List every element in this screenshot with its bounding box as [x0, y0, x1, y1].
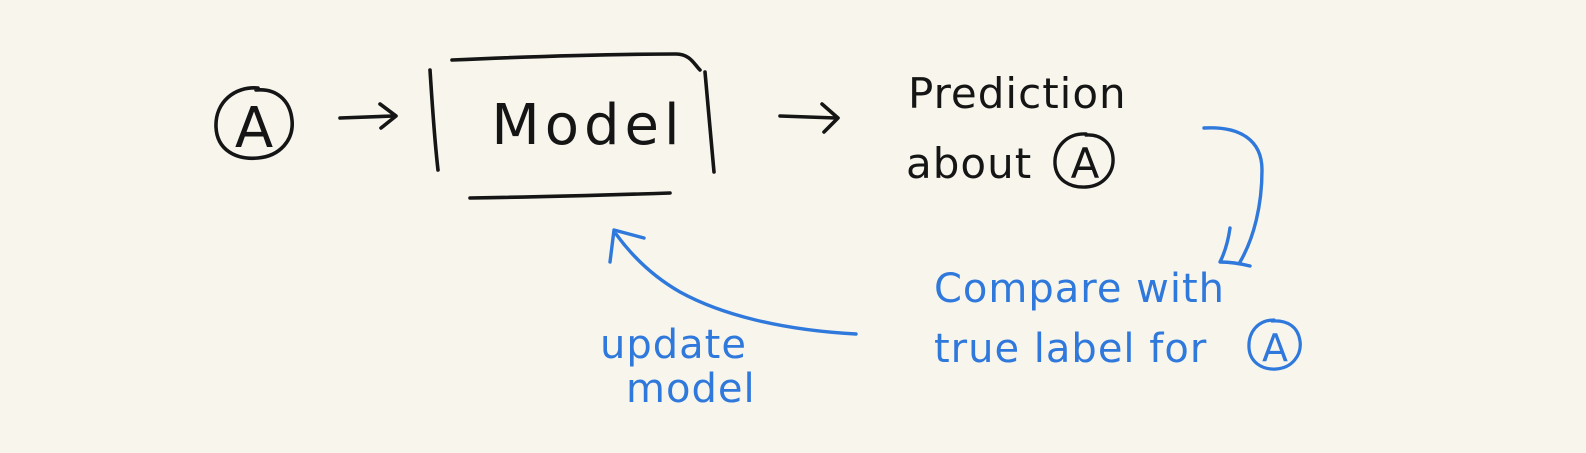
- arrow-prediction-to-compare-curve: [1202, 126, 1264, 264]
- compare-token: A: [1262, 326, 1288, 370]
- model-label: Model: [491, 93, 684, 158]
- arrow-model-to-prediction-head: [820, 102, 840, 134]
- input-token: A: [235, 96, 273, 161]
- prediction-line1: Prediction: [908, 69, 1127, 118]
- update-node: update model: [600, 322, 756, 412]
- prediction-node: Prediction about A: [906, 69, 1127, 189]
- arrow-compare-to-model: [608, 228, 858, 336]
- compare-line1: Compare with: [934, 266, 1225, 312]
- arrow-prediction-to-compare-head: [1218, 226, 1252, 268]
- arrow-compare-to-model-head: [608, 228, 646, 264]
- input-circle: [214, 86, 294, 161]
- arrow-model-to-prediction: [778, 102, 840, 134]
- arrow-model-to-prediction-shaft: [778, 114, 838, 120]
- arrow-prediction-to-compare: [1202, 126, 1264, 268]
- update-line1: update: [600, 322, 747, 368]
- prediction-line2: about: [906, 139, 1032, 188]
- arrow-compare-to-model-curve: [614, 232, 858, 336]
- compare-token-circle: [1247, 318, 1302, 371]
- prediction-token: A: [1071, 139, 1100, 188]
- arrow-input-to-model: [338, 102, 398, 130]
- model-box-right: [703, 70, 716, 174]
- model-node: Model: [428, 52, 716, 200]
- arrow-input-to-model-head: [378, 102, 398, 130]
- model-box-top: [450, 52, 702, 72]
- model-box-bottom: [468, 191, 672, 200]
- prediction-token-circle: [1053, 132, 1115, 189]
- update-line2: model: [626, 366, 756, 412]
- arrow-input-to-model-shaft: [338, 114, 396, 120]
- compare-node: Compare with true label for A: [934, 266, 1302, 372]
- input-node: A: [214, 86, 294, 161]
- compare-line2: true label for: [934, 326, 1207, 372]
- model-box-left: [428, 68, 440, 172]
